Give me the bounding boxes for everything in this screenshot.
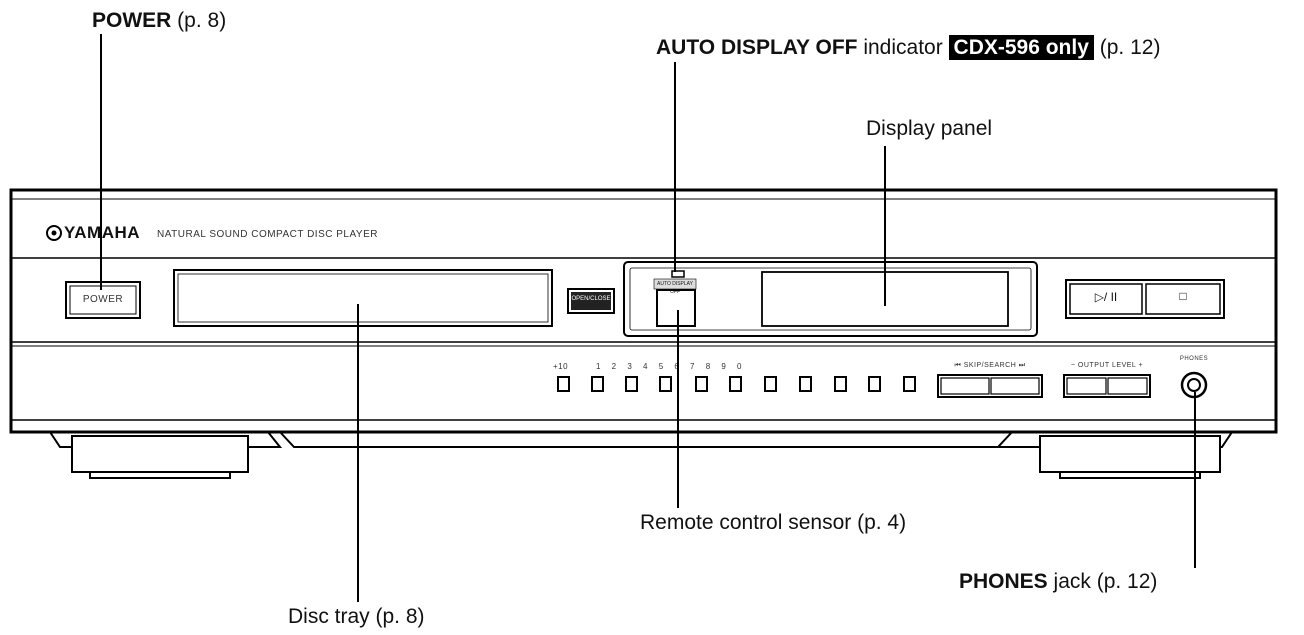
skip-search-label: ⏮ SKIP/SEARCH ⏭	[954, 362, 1026, 369]
key-9[interactable]	[868, 376, 881, 392]
display-panel-callout: Display panel	[866, 117, 993, 140]
auto-display-label: AUTO DISPLAY OFF	[657, 281, 693, 295]
output-level-up-button[interactable]	[1107, 377, 1148, 395]
bottom-skirt	[277, 431, 1015, 448]
phones-callout-strong: PHONES	[959, 570, 1048, 593]
auto-display-off-indicator	[671, 270, 685, 278]
auto-display-leader-line	[674, 62, 676, 272]
power-callout: POWER (p. 8)	[92, 9, 226, 33]
phones-label: PHONES	[1179, 356, 1209, 362]
remote-sensor-callout: Remote control sensor (p. 4)	[640, 511, 907, 534]
key-2[interactable]	[625, 376, 638, 392]
remote-sensor-leader-line	[677, 310, 679, 508]
output-level-label: − OUTPUT LEVEL +	[1070, 362, 1144, 369]
yamaha-emblem-icon	[46, 225, 62, 241]
key-3[interactable]	[659, 376, 672, 392]
key-5[interactable]	[729, 376, 742, 392]
model-badge: CDX-596 only	[948, 35, 1094, 60]
auto-display-callout-rest: indicator	[857, 36, 949, 59]
key-0[interactable]	[903, 376, 916, 392]
power-callout-strong: POWER	[92, 9, 172, 32]
power-button[interactable]: POWER	[82, 294, 124, 305]
key-1[interactable]	[591, 376, 604, 392]
plus10-label: +10	[553, 362, 569, 371]
disc-tray[interactable]	[173, 269, 553, 327]
play-pause-button-shape[interactable]	[1069, 283, 1143, 315]
skip-back-button[interactable]	[940, 377, 990, 395]
output-level-down-button[interactable]	[1066, 377, 1107, 395]
power-callout-page: (p. 8)	[171, 9, 227, 32]
left-foot	[48, 431, 283, 479]
key-6[interactable]	[764, 376, 777, 392]
key-7[interactable]	[799, 376, 812, 392]
phones-callout: PHONES jack (p. 12)	[959, 570, 1157, 594]
numeric-keys-label: 1 2 3 4 5 6 7 8 9 0	[596, 362, 742, 371]
display-panel-leader-line	[884, 146, 886, 306]
disc-tray-callout: Disc tray (p. 8)	[288, 605, 425, 628]
key-4[interactable]	[695, 376, 708, 392]
phones-leader-line	[1194, 392, 1196, 568]
disc-tray-leader-line	[357, 304, 359, 602]
stop-button-shape[interactable]	[1145, 283, 1221, 315]
auto-display-callout: AUTO DISPLAY OFF indicator CDX-596 only …	[656, 35, 1161, 60]
auto-display-callout-page: (p. 12)	[1093, 36, 1161, 59]
skip-forward-button[interactable]	[990, 377, 1040, 395]
power-leader-line	[100, 34, 102, 290]
right-foot	[995, 431, 1234, 479]
remote-control-sensor	[656, 289, 696, 327]
play-pause-button[interactable]: ▷/ II	[1094, 290, 1118, 304]
auto-display-callout-strong: AUTO DISPLAY OFF	[656, 36, 858, 59]
open-close-button[interactable]: OPEN/CLOSE	[571, 296, 611, 302]
phones-callout-rest: jack (p. 12)	[1047, 570, 1158, 593]
stop-button[interactable]: □	[1179, 289, 1187, 303]
model-line: NATURAL SOUND COMPACT DISC PLAYER	[157, 229, 378, 240]
numeric-keypad	[557, 376, 916, 392]
key-plus10[interactable]	[557, 376, 570, 392]
key-8[interactable]	[834, 376, 847, 392]
brand-logo: YAMAHA	[64, 223, 141, 242]
